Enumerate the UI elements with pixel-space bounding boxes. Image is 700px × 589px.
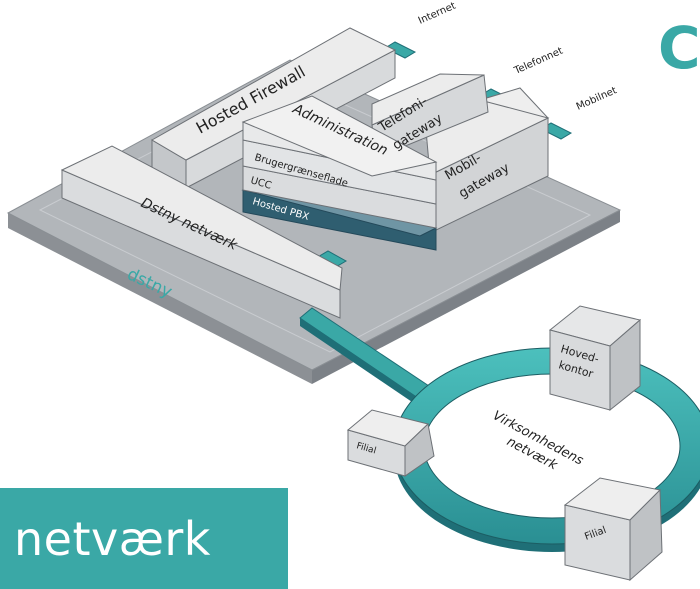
internet-label: Internet [417,1,458,27]
caption-text: netværk [14,512,211,566]
administration-box [241,95,438,181]
mobilnet-label: Mobilnet [575,85,619,113]
caption-banner: netværk [0,488,288,589]
hovedkontor-building [548,305,642,412]
dstny-netvaerk-box [60,145,343,319]
corner-letter: C [658,14,700,82]
filial-right-building [563,477,663,582]
filial-left-building [346,409,435,477]
telefonnet-label: Telefonnet [512,46,565,78]
